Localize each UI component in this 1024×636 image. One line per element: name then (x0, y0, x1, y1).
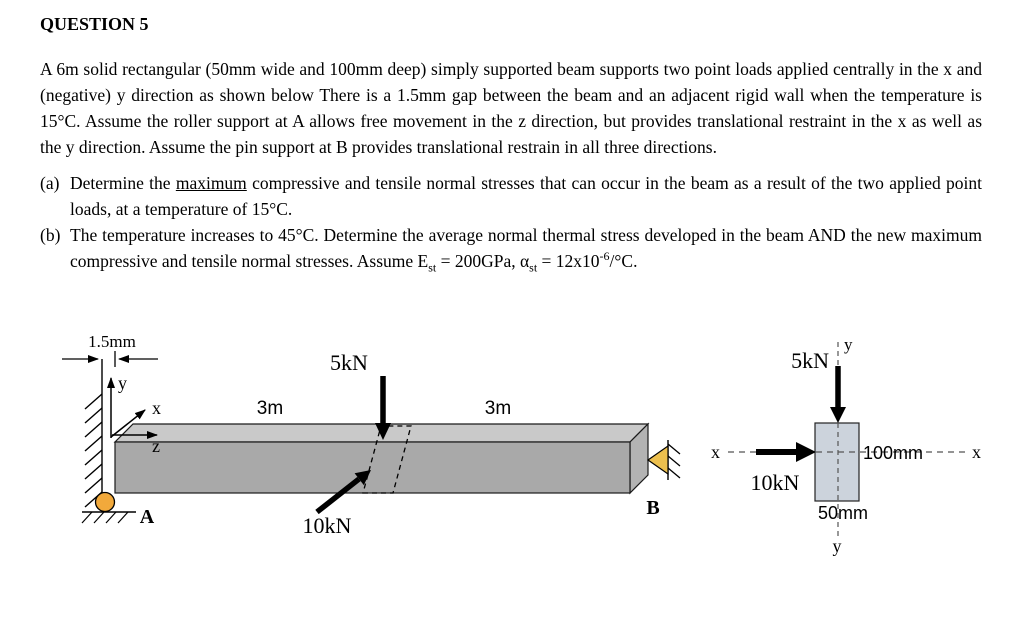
load-5kn-label: 5kN (330, 350, 368, 375)
load-10kn-beam: 10kN (303, 470, 371, 538)
section-axis-x-left-label: x (711, 442, 720, 462)
section-axis-x-right-label: x (972, 442, 981, 462)
part-a-underlined-word: maximum (175, 173, 247, 193)
section-10kn-label: 10kN (751, 470, 800, 495)
exam-page: QUESTION 5 A 6m solid rectangular (50mm … (40, 14, 982, 575)
section-axis-y-bottom-label: y (833, 536, 842, 556)
section-cut-outline (362, 425, 412, 494)
section-10kn-arrowhead (796, 442, 816, 462)
part-b: (b) The temperature increases to 45°C. D… (40, 222, 982, 274)
support-a-label: A (140, 506, 155, 528)
part-a-text-after: compressive and tensile normal stresses … (70, 173, 983, 219)
load-5kn-beam: 5kN (330, 350, 391, 440)
coordinate-axes (107, 377, 158, 439)
part-b-text: The temperature increases to 45°C. Deter… (70, 222, 982, 274)
part-b-text-4: /°C. (609, 251, 638, 271)
section-rectangle (814, 422, 860, 502)
part-b-marker: (b) (40, 225, 61, 245)
question-title: QUESTION 5 (40, 14, 149, 34)
beam-front-face (114, 441, 631, 494)
part-b-text-3: = 12x10 (537, 251, 600, 271)
section-5kn-arrowhead (830, 407, 846, 423)
section-load-10kn: 10kN (751, 442, 816, 495)
section-depth-dimension: 100mm (863, 443, 923, 463)
section-axis-y-top-label: y (844, 335, 853, 354)
support-a: A (81, 491, 155, 528)
part-b-text-2: = 200GPa, α (436, 251, 530, 271)
cross-section: 5kN 10kN x x y y 100mm 50mm (711, 335, 981, 556)
span-left-label: 3m (257, 398, 283, 419)
span-right-label: 3m (485, 398, 511, 419)
axis-y-label: y (118, 373, 127, 393)
support-b-hatching (667, 443, 681, 479)
load-5kn-arrowhead (375, 423, 391, 440)
section-width-dimension: 50mm (818, 503, 868, 523)
axis-x-arrow (110, 409, 146, 438)
question-parts: (a) Determine the maximum compressive an… (40, 170, 982, 274)
part-a: (a) Determine the maximum compressive an… (40, 170, 982, 222)
part-a-text-before: Determine the (70, 173, 176, 193)
support-b-pin-triangle (646, 444, 669, 476)
section-5kn-label: 5kN (791, 348, 829, 373)
part-b-subscript-1: st (428, 260, 437, 275)
beam-figure: 1.5mm (40, 330, 982, 575)
figure-svg: 1.5mm (62, 332, 981, 556)
beam-body (113, 422, 650, 495)
gap-dimension-label: 1.5mm (88, 332, 136, 351)
part-a-text: Determine the maximum compressive and te… (70, 170, 982, 222)
load-10kn-arrowhead (354, 470, 371, 486)
axis-x-label: x (152, 398, 161, 418)
intro-paragraph: A 6m solid rectangular (50mm wide and 10… (40, 59, 982, 157)
axis-z-label: z (152, 436, 160, 456)
load-10kn-arrow-shaft (315, 476, 361, 515)
support-b-label: B (646, 497, 659, 519)
part-b-superscript-1: -6 (599, 249, 610, 264)
rigid-wall (84, 359, 103, 508)
part-b-subscript-2: st (529, 260, 538, 275)
part-a-marker: (a) (40, 173, 60, 193)
gap-dimension (62, 351, 158, 367)
support-b: B (646, 440, 681, 519)
part-b-text-1: The temperature increases to 45°C. Deter… (70, 225, 982, 271)
section-load-5kn: 5kN (791, 348, 846, 423)
load-10kn-label: 10kN (303, 513, 352, 538)
support-a-hatching (81, 511, 129, 524)
support-a-roller-circle (94, 491, 116, 513)
